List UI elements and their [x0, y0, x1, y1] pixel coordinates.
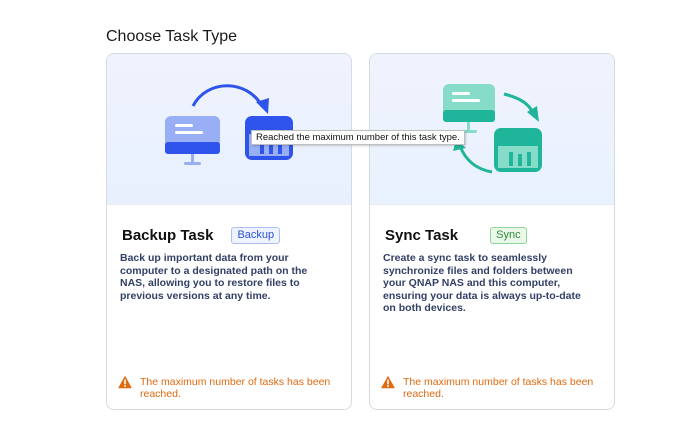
card-description: Back up important data from your compute… [120, 252, 308, 302]
tooltip: Reached the maximum number of this task … [251, 130, 465, 145]
warning-icon [118, 375, 132, 389]
sync-arrows-icon [453, 92, 539, 174]
card-title: Sync Task [385, 227, 459, 244]
warning-text: The maximum number of tasks has been rea… [403, 376, 594, 400]
backup-illustration [107, 54, 351, 205]
sync-illustration [370, 54, 614, 205]
card-description: Create a sync task to seamlessly synchro… [383, 252, 581, 314]
warning-text: The maximum number of tasks has been rea… [140, 376, 331, 400]
task-type-badge: Sync [490, 227, 527, 244]
arrow-icon [191, 84, 269, 114]
max-tasks-warning: The maximum number of tasks has been rea… [118, 375, 340, 400]
sync-task-card[interactable]: Sync Task Sync Create a sync task to sea… [369, 53, 615, 410]
card-header: Sync Task Sync [385, 227, 527, 244]
warning-icon [381, 375, 395, 389]
computer-icon [443, 84, 495, 133]
task-type-badge: Backup [231, 227, 281, 244]
nas-icon [494, 128, 542, 172]
card-title: Backup Task [122, 227, 214, 244]
backup-task-card[interactable]: Backup Task Backup Back up important dat… [106, 53, 352, 410]
page-title: Choose Task Type [106, 28, 238, 45]
computer-icon [165, 116, 220, 165]
card-header: Backup Task Backup [122, 227, 281, 244]
max-tasks-warning: The maximum number of tasks has been rea… [381, 375, 603, 400]
